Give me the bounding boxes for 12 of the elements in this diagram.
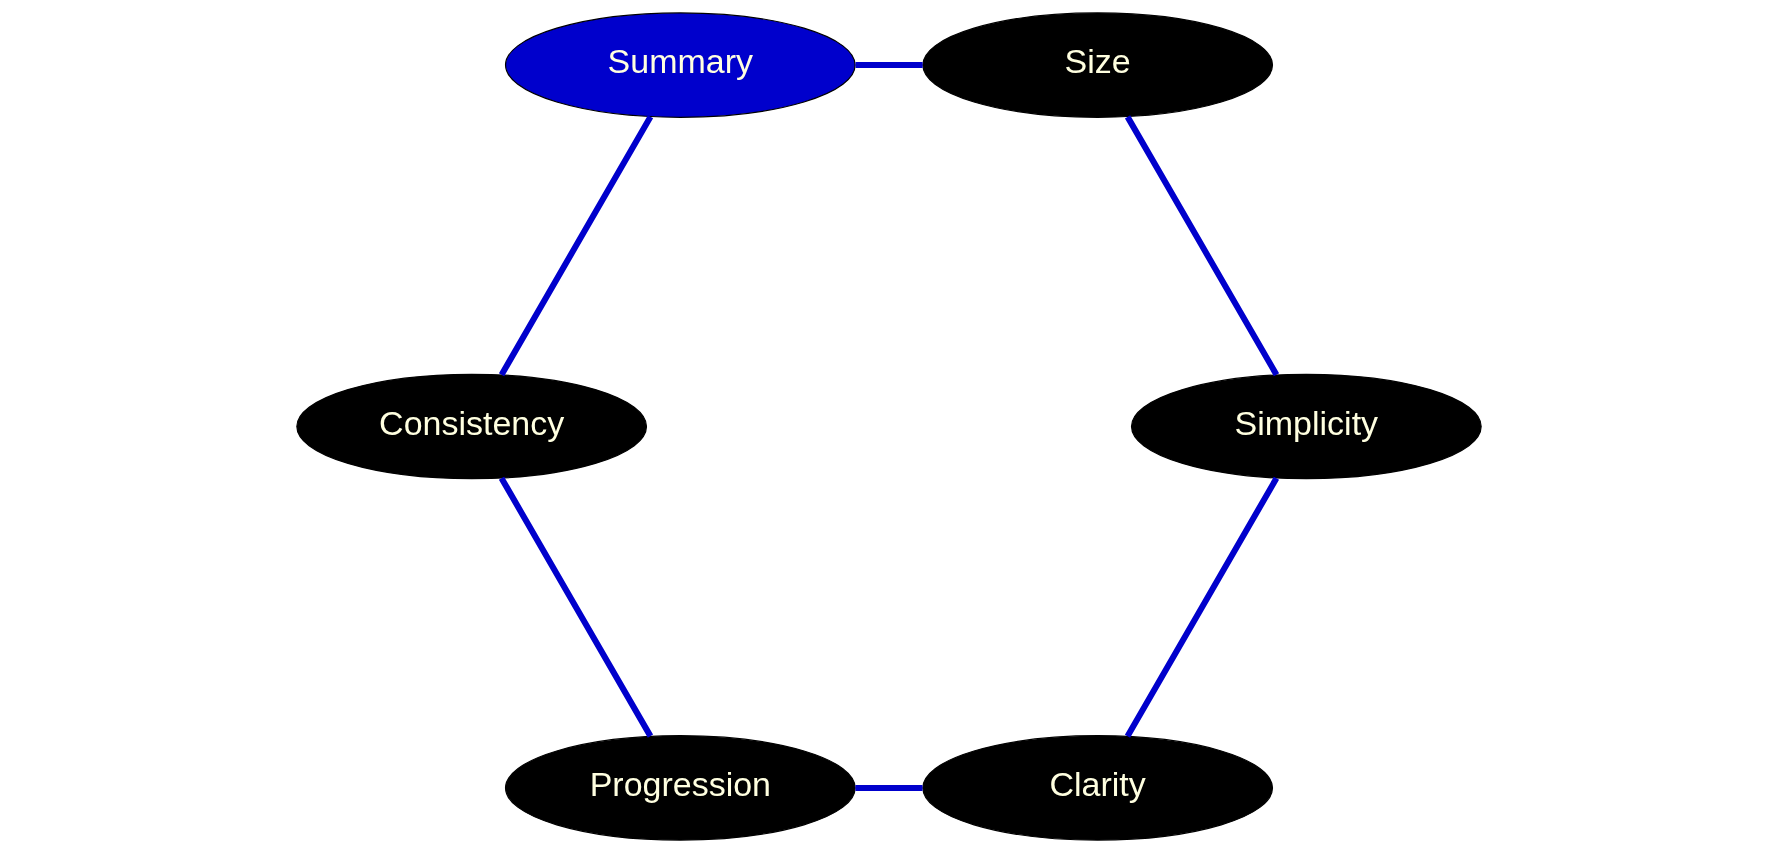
connector (1124, 476, 1279, 738)
node-ellipse: Clarity (921, 735, 1273, 841)
node-ellipse: Progression (504, 735, 856, 841)
connector (498, 476, 653, 738)
node-ellipse: Simplicity (1130, 373, 1482, 480)
connector (498, 115, 653, 377)
connector (1124, 115, 1279, 377)
connector (854, 784, 922, 791)
node-ellipse: Consistency (295, 373, 647, 480)
connector (855, 62, 923, 69)
node-ellipse: Summary (504, 12, 856, 118)
node-ellipse: Size (921, 12, 1273, 118)
